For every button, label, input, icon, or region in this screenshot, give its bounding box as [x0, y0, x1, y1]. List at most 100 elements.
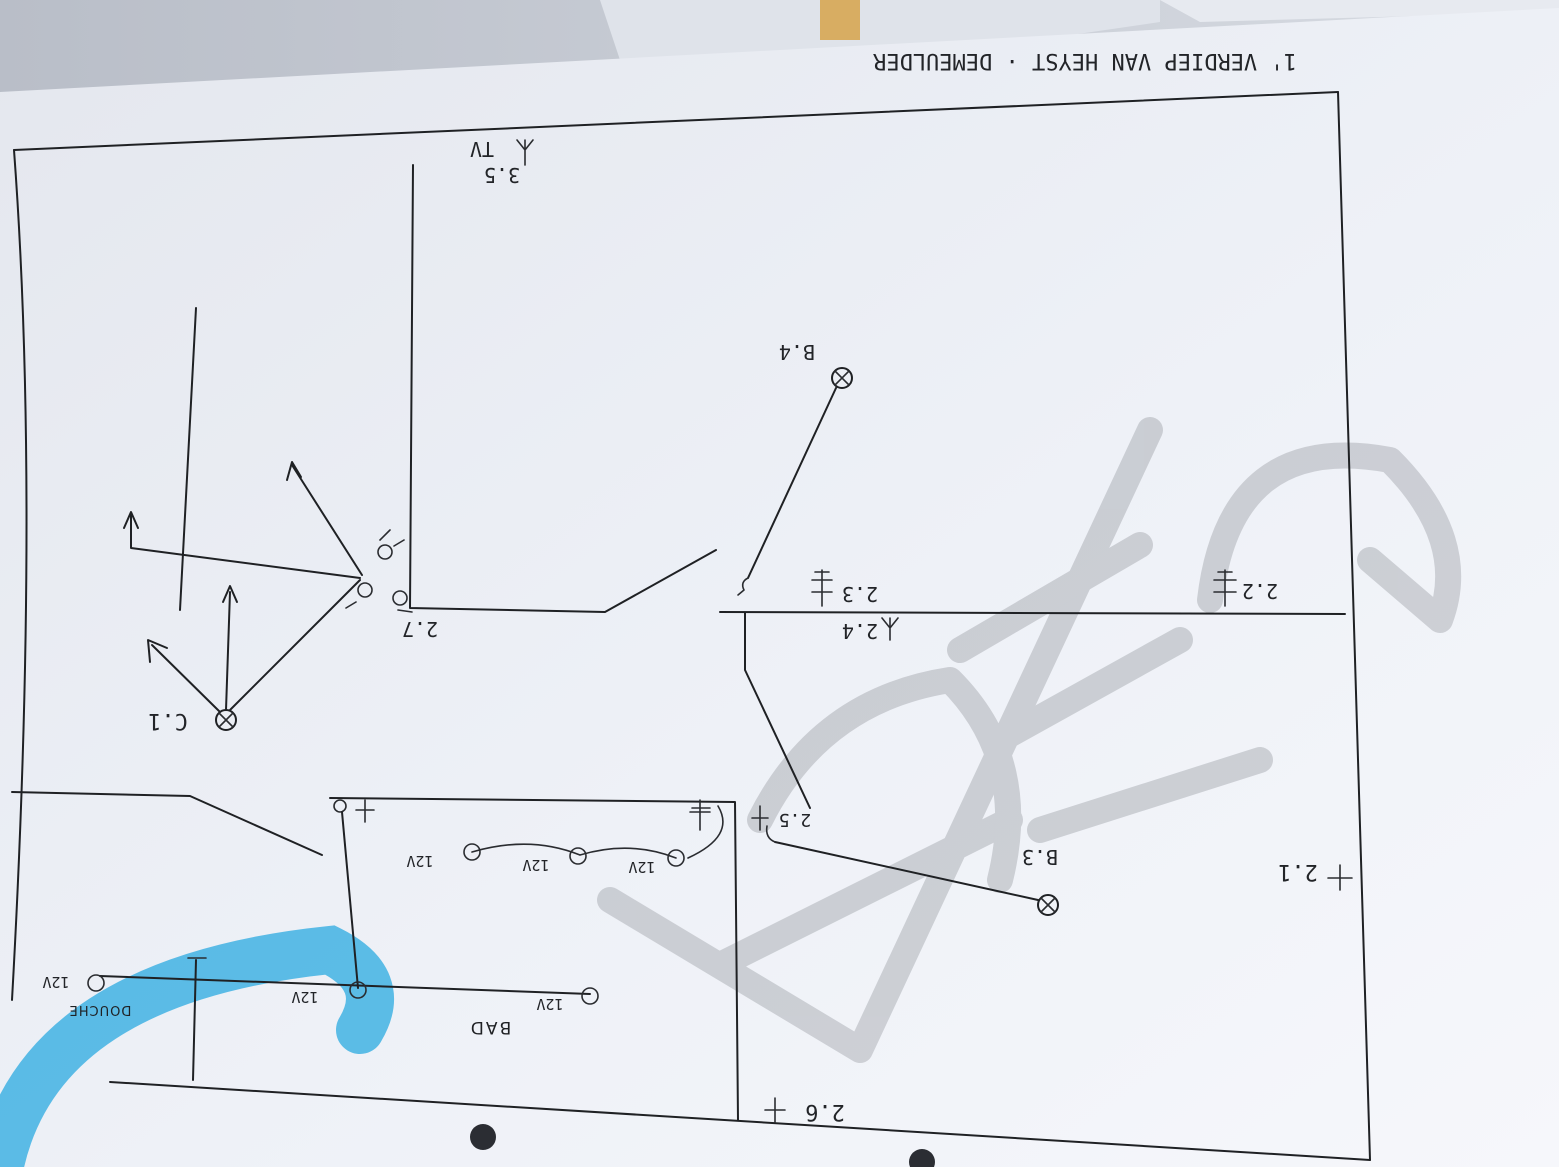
wall-middle [719, 611, 1346, 615]
header-note: 1' VERDIEP VAN HEYST · DEMEULDER [872, 48, 1297, 73]
shower-fixture-tag: 12V [42, 973, 69, 991]
tv-socket-icon [516, 139, 534, 166]
fixture-b4[interactable]: B.4 [779, 340, 853, 389]
b4-cross-icon [834, 370, 850, 386]
b4-wire [747, 387, 837, 579]
bath-fixture-1[interactable]: 12V [628, 849, 685, 876]
switch-2-3-symbol [737, 577, 749, 596]
v35-label: 3.5 [484, 163, 520, 187]
bath-fixture-2-tag: 12V [522, 856, 549, 874]
b3-wire [774, 841, 1039, 901]
bath-fixture-5-tag: 12V [536, 995, 563, 1013]
binder-hole-1 [470, 1124, 496, 1150]
switch-2-2[interactable]: 2.2 [1213, 569, 1278, 607]
v21-label: 2.1 [1278, 859, 1318, 884]
switch-2-6[interactable]: 2.6 [764, 1097, 845, 1124]
wall-bathroom [329, 797, 739, 1121]
bath-fixture-4[interactable]: 12V [291, 981, 367, 1006]
bath-fixture-4-tag: 12V [291, 988, 318, 1006]
watermark [597, 417, 1462, 1063]
frame-top-line [13, 91, 1339, 151]
wall-lower-left [11, 791, 323, 856]
bath-fixture-4-icon [349, 981, 367, 999]
shower-fixture[interactable]: 12V [42, 973, 105, 992]
switch-2-6-icon [764, 1097, 786, 1123]
c1-label: C.1 [148, 708, 188, 733]
cluster-socket-1-icon [377, 544, 393, 560]
b3-cross-icon [1040, 897, 1056, 913]
b3-label: B.3 [1022, 845, 1058, 869]
switch-2-2-symbol [1213, 569, 1237, 607]
switch-2-4-icon [881, 617, 899, 641]
switch-2-4[interactable]: 2.4 [842, 617, 899, 643]
arrow-left-wire [130, 514, 361, 579]
cluster-socket-3-icon [392, 590, 408, 606]
room-bad-label: BAD [469, 1017, 511, 1037]
bath-fixture-3-tag: 12V [406, 852, 433, 870]
switch-cluster-2-7[interactable]: 2.7 [345, 529, 438, 641]
b3-fixture-icon [1037, 894, 1059, 916]
bath-fixture-1-tag: 12V [628, 858, 655, 876]
orange-object [820, 0, 860, 40]
bath-fixture-2-icon [569, 847, 587, 865]
v24-label: 2.4 [842, 619, 878, 643]
wall-upper-left [409, 164, 717, 613]
bath-vertical-wire [341, 811, 359, 989]
paper-sheet [0, 8, 1559, 1167]
v22-label: 2.2 [1242, 579, 1278, 603]
bath-switch-left[interactable] [333, 799, 375, 823]
bath-switch-top[interactable] [689, 799, 711, 831]
bath-fixture-5-icon [581, 987, 599, 1005]
wall-left-stub [179, 307, 197, 611]
wall-door-angle [744, 612, 811, 809]
b4-fixture-icon [831, 367, 853, 389]
bath-chain-wire [471, 805, 724, 859]
c1-arrow-left-icon [147, 639, 168, 663]
bath-fixture-2[interactable]: 12V [522, 847, 587, 874]
tv-label: TV [470, 137, 494, 161]
binder-hole-2 [909, 1149, 935, 1167]
c1-cross-icon [218, 712, 234, 728]
c1-wire-a [229, 579, 361, 711]
bath-fixture-5[interactable]: 12V [536, 987, 599, 1013]
cluster-socket-2-icon [357, 582, 373, 598]
bath-fixture-3-icon [463, 843, 481, 861]
switch-2-5-icon [765, 825, 776, 843]
c1-wire-c [151, 644, 221, 713]
b4-label: B.4 [779, 340, 815, 364]
v25-label: 2.5 [779, 809, 812, 830]
fixture-b3[interactable]: B.3 [1022, 845, 1059, 916]
frame-left-line [11, 149, 28, 1001]
tv-socket-3-5[interactable]: TV 3.5 [470, 137, 534, 187]
bath-switch-left-mark [355, 799, 375, 823]
c1-arrow-up-icon [222, 585, 238, 603]
arrow-up-wire [291, 464, 363, 576]
fixture-c1[interactable]: C.1 [148, 708, 237, 733]
switch-2-5-symbol [751, 805, 769, 831]
v23-label: 2.3 [842, 582, 878, 606]
bath-fixture-3[interactable]: 12V [406, 843, 481, 870]
room-douche-label: DOUCHE [69, 1002, 132, 1017]
accent-swoosh [0, 925, 394, 1167]
bath-switch-left-icon [333, 799, 347, 813]
switch-2-5[interactable]: 2.5 [751, 805, 812, 831]
switch-2-1[interactable]: 2.1 [1278, 859, 1353, 891]
frame-right-line [1337, 91, 1371, 1161]
arrow-up-icon [286, 461, 302, 481]
switch-2-1-icon [1327, 864, 1353, 891]
top-right-object [1160, 0, 1559, 22]
v27-label: 2.7 [402, 617, 438, 641]
shower-fixture-icon [87, 974, 105, 992]
header-note-text: 1' VERDIEP VAN HEYST · DEMEULDER [872, 48, 1297, 73]
switch-2-3-icon [811, 569, 833, 607]
v26-label: 2.6 [805, 1099, 845, 1124]
bath-switch-top-icon [689, 799, 711, 831]
switch-2-3[interactable]: 2.3 [811, 569, 878, 607]
bath-fixture-1-icon [667, 849, 685, 867]
arrow-left-icon [123, 511, 139, 529]
cluster-ticks [345, 529, 413, 613]
frame-bottom-line [109, 1081, 1371, 1161]
bath-horizontal-wire [99, 975, 591, 995]
